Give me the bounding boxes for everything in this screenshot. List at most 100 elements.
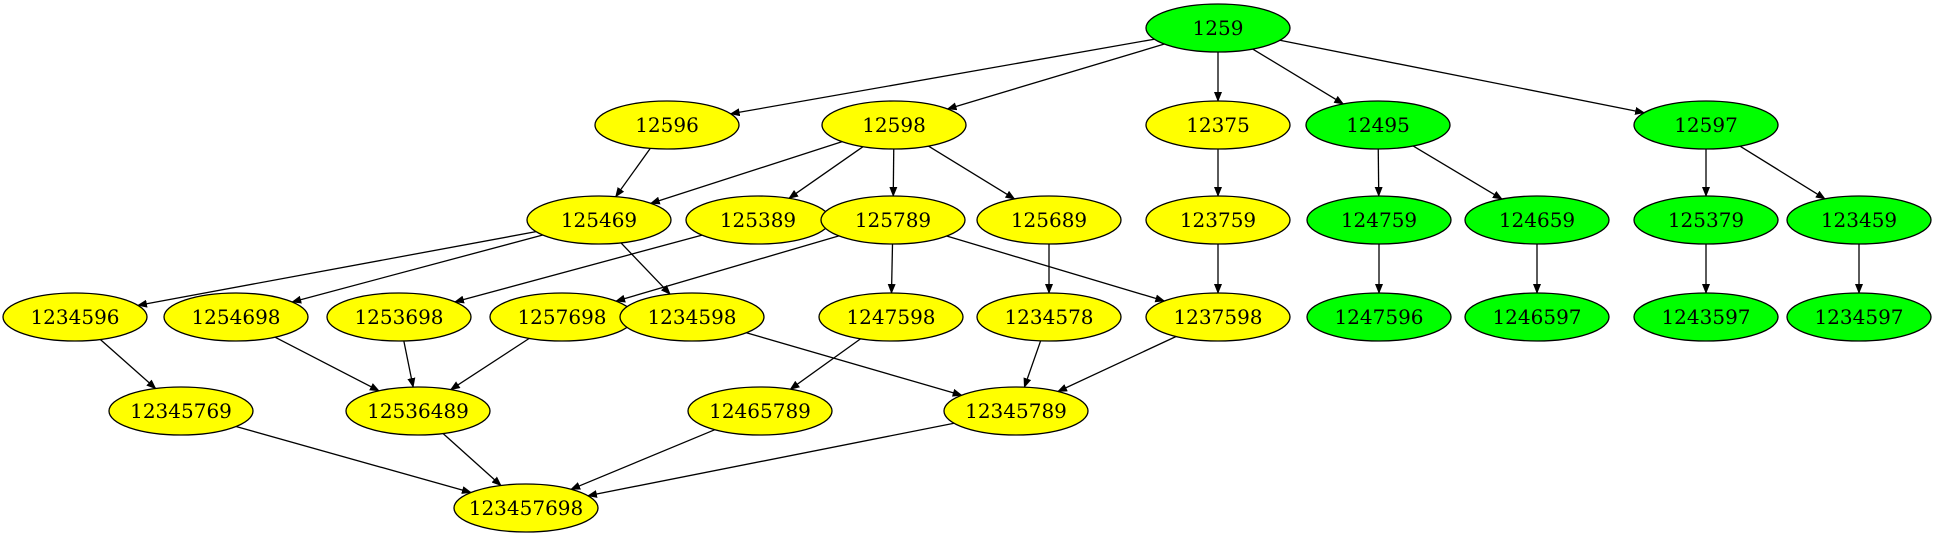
node-ellipse <box>1464 292 1610 342</box>
node-label: 1254698 <box>191 305 280 329</box>
edge-12536489-to-123457698 <box>442 433 502 487</box>
node-label: 1259 <box>1193 16 1244 40</box>
node-1254698: 1254698 <box>163 292 309 342</box>
node-label: 125389 <box>720 208 796 232</box>
edge-1237598-to-12345789 <box>1057 335 1177 393</box>
node-ellipse <box>818 292 964 342</box>
node-12536489: 12536489 <box>345 386 491 436</box>
edge-12345789-to-123457698 <box>586 422 955 498</box>
edge-12465789-to-123457698 <box>570 429 716 490</box>
node-ellipse <box>1786 195 1932 245</box>
node-ellipse <box>619 292 765 342</box>
edge-layer <box>99 38 1863 498</box>
node-ellipse <box>2 292 148 342</box>
edge-1259-to-12495 <box>1252 48 1345 105</box>
edge-12598-to-125389 <box>788 146 864 199</box>
node-123457698: 123457698 <box>453 483 599 533</box>
node-1246597: 1246597 <box>1464 292 1610 342</box>
node-12598: 12598 <box>821 100 967 150</box>
node-label: 1234597 <box>1814 305 1903 329</box>
node-ellipse <box>976 195 1122 245</box>
node-ellipse <box>1145 292 1291 342</box>
node-ellipse <box>943 386 1089 436</box>
node-label: 1243597 <box>1661 305 1750 329</box>
node-ellipse <box>821 100 967 150</box>
node-label: 123457698 <box>469 496 584 520</box>
node-ellipse <box>163 292 309 342</box>
node-label: 125789 <box>855 208 931 232</box>
node-12597: 12597 <box>1633 100 1779 150</box>
node-label: 1247598 <box>846 305 935 329</box>
node-125379: 125379 <box>1633 195 1779 245</box>
edge-12597-to-123459 <box>1739 145 1826 200</box>
node-1247596: 1247596 <box>1306 292 1452 342</box>
node-label: 12345769 <box>130 399 232 423</box>
node-ellipse <box>1633 292 1779 342</box>
node-label: 1257698 <box>517 305 606 329</box>
edge-125789-to-1247598 <box>887 243 896 295</box>
node-label: 124759 <box>1341 208 1417 232</box>
edge-12596-to-125469 <box>615 147 651 198</box>
node-1237598: 1237598 <box>1145 292 1291 342</box>
node-1253698: 1253698 <box>326 292 472 342</box>
node-label: 12495 <box>1346 113 1410 137</box>
node-ellipse <box>1464 195 1610 245</box>
edge-125469-to-1234596 <box>136 231 537 308</box>
node-1234596: 1234596 <box>2 292 148 342</box>
node-label: 12597 <box>1674 113 1738 137</box>
node-ellipse <box>1145 195 1291 245</box>
node-12495: 12495 <box>1305 100 1451 150</box>
node-ellipse <box>453 483 599 533</box>
node-ellipse <box>1786 292 1932 342</box>
node-1234578: 1234578 <box>976 292 1122 342</box>
node-ellipse <box>326 292 472 342</box>
node-123459: 123459 <box>1786 195 1932 245</box>
node-label: 1237598 <box>1173 305 1262 329</box>
node-label: 1234598 <box>647 305 736 329</box>
edge-125469-to-1234598 <box>620 242 671 295</box>
node-label: 12345789 <box>965 399 1067 423</box>
edge-12598-to-125689 <box>928 145 1016 200</box>
node-ellipse <box>687 386 833 436</box>
edge-1234578-to-12345789 <box>1023 340 1042 389</box>
node-ellipse <box>594 100 740 150</box>
node-label: 124659 <box>1499 208 1575 232</box>
node-124659: 124659 <box>1464 195 1610 245</box>
node-label: 125469 <box>561 208 637 232</box>
edge-1259-to-12598 <box>946 43 1165 111</box>
edge-1247598-to-12465789 <box>789 338 862 390</box>
edge-1254698-to-12536489 <box>274 336 380 392</box>
node-ellipse <box>1306 292 1452 342</box>
node-ellipse <box>1305 100 1451 150</box>
node-ellipse <box>1145 100 1291 150</box>
node-label: 123759 <box>1180 208 1256 232</box>
node-12345789: 12345789 <box>943 386 1089 436</box>
node-ellipse <box>1633 195 1779 245</box>
node-1259: 1259 <box>1145 3 1291 53</box>
node-label: 123459 <box>1821 208 1897 232</box>
node-125469: 125469 <box>526 195 672 245</box>
node-12375: 12375 <box>1145 100 1291 150</box>
edge-1259-to-12596 <box>729 38 1155 117</box>
node-ellipse <box>976 292 1122 342</box>
edge-125469-to-1254698 <box>291 234 543 304</box>
node-12465789: 12465789 <box>687 386 833 436</box>
node-label: 1247596 <box>1334 305 1423 329</box>
edge-12345769-to-123457698 <box>235 425 472 494</box>
node-label: 12536489 <box>367 399 469 423</box>
node-125789: 125789 <box>820 195 966 245</box>
node-label: 125689 <box>1011 208 1087 232</box>
node-ellipse <box>108 386 254 436</box>
edge-1234598-to-12345789 <box>746 332 963 397</box>
node-label: 1246597 <box>1492 305 1581 329</box>
node-125389: 125389 <box>685 195 831 245</box>
edge-1234596-to-12345769 <box>99 338 157 390</box>
node-ellipse <box>1145 3 1291 53</box>
node-124759: 124759 <box>1306 195 1452 245</box>
node-label: 12598 <box>862 113 926 137</box>
node-1257698: 1257698 <box>489 292 635 342</box>
node-1243597: 1243597 <box>1633 292 1779 342</box>
node-ellipse <box>526 195 672 245</box>
